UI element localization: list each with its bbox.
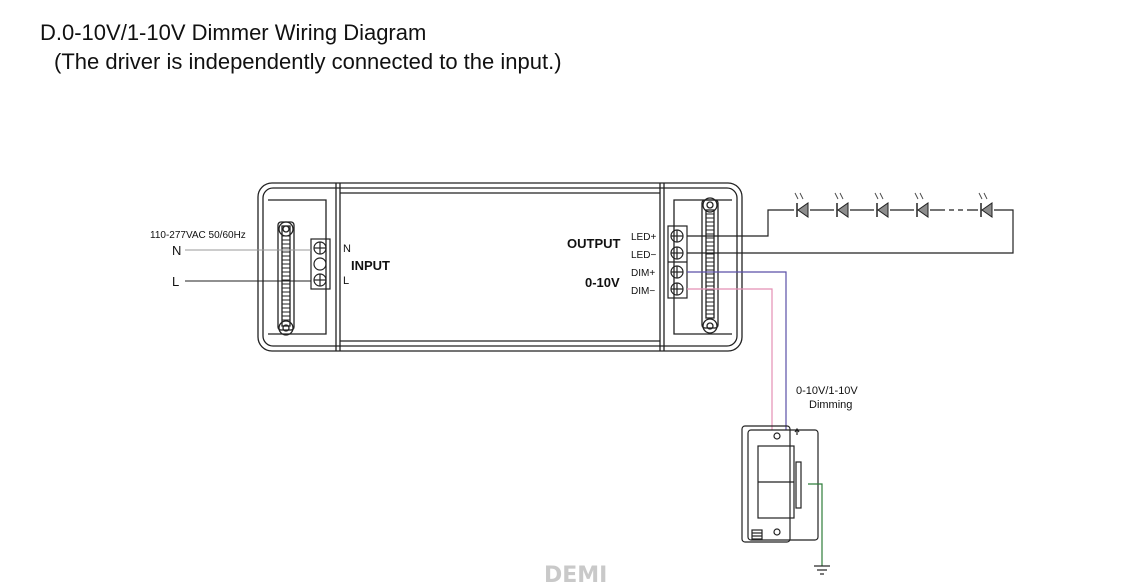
dimmer-wall-plate: [741, 425, 791, 543]
led-diode-icon: [914, 192, 930, 218]
right-cable-clamp: [701, 199, 719, 329]
dimmer-label-line2: Dimming: [809, 399, 852, 411]
clamp-hatching: [282, 213, 714, 321]
dim-plus-label: DIM+: [631, 268, 655, 279]
led-string-loop: [687, 209, 1014, 254]
led-diode-icon: [834, 192, 850, 218]
ground-icon: [814, 565, 830, 575]
led-minus-label: LED−: [631, 250, 656, 261]
led-driver: [257, 182, 743, 352]
led-string: [687, 192, 1014, 254]
terminal-l-label: L: [343, 275, 349, 287]
terminal-n-label: N: [343, 243, 351, 255]
input-voltage-label: 110-277VAC 50/60Hz: [150, 230, 246, 241]
input-block-label: INPUT: [351, 258, 390, 273]
left-top-screw: [278, 221, 294, 237]
dimmer-label-grid: [751, 529, 763, 540]
wall-dimmer: [741, 425, 819, 543]
output-block-label: OUTPUT: [567, 236, 621, 251]
dimmer-faceplate: [747, 429, 819, 541]
dimmer-top-screw: [773, 432, 781, 440]
led-diode-icon: [874, 192, 890, 218]
diagram-title: D.0-10V/1-10V Dimmer Wiring Diagram: [40, 20, 427, 45]
led-plus-label: LED+: [631, 232, 656, 243]
input-n-label: N: [172, 243, 181, 258]
terminal-blank: [313, 257, 327, 271]
dim-minus-label: DIM−: [631, 286, 655, 297]
right-top-screw: [702, 197, 718, 213]
watermark: DEMI: [544, 563, 607, 585]
wire-dim-minus: [687, 288, 773, 430]
left-end-cap: [268, 199, 327, 335]
led-diode-icon: [794, 192, 810, 218]
led-diode-icon: [978, 192, 994, 218]
led-diodes: [794, 192, 994, 218]
wire-dim-plus: [687, 271, 787, 430]
output-terminal-block: [667, 225, 688, 299]
input-terminal-block: [310, 238, 331, 290]
driver-inner-case: [262, 187, 738, 347]
dimmer-label-line1: 0-10V/1-10V: [796, 385, 858, 397]
dimmer-indicator-icon: [794, 427, 800, 435]
input-l-label: L: [172, 274, 179, 289]
dim-block-label: 0-10V: [585, 275, 620, 290]
dimmer-slider: [795, 461, 802, 509]
left-bottom-screw: [278, 320, 294, 336]
right-end-cap: [673, 199, 732, 335]
wire-ground: [808, 483, 823, 566]
diagram-subtitle: (The driver is independently connected t…: [54, 49, 562, 74]
right-bottom-screw: [702, 318, 718, 334]
dimmer-bottom-screw: [773, 528, 781, 536]
driver-outer-case: [257, 182, 743, 352]
